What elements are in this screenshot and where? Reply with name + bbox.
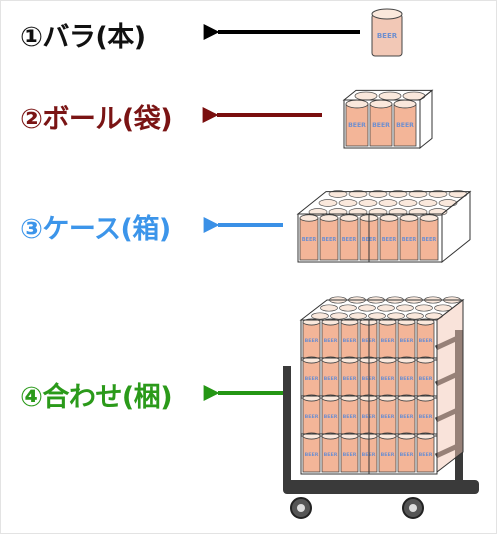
can-label: BEER	[302, 237, 317, 243]
can-label: BEER	[343, 414, 357, 420]
pack-front-edge	[343, 99, 421, 149]
can-top	[368, 312, 386, 320]
can-top	[354, 91, 378, 101]
can-top	[339, 304, 357, 312]
can-top	[339, 214, 359, 222]
can-label: BEER	[348, 122, 366, 129]
can-top	[377, 304, 395, 312]
can-label: BEER	[422, 237, 437, 243]
can-label: BEER	[324, 452, 338, 458]
cart-wheel-hub	[409, 504, 417, 512]
can-label: BEER	[305, 414, 319, 420]
can-label: BEER	[372, 122, 390, 129]
beer-pack-ball: BEER BEER BEER	[342, 89, 434, 150]
row-label-awase: ④合わせ(梱)	[20, 382, 173, 413]
can-top	[371, 8, 403, 20]
can-top	[348, 190, 368, 198]
can-label: BEER	[324, 414, 338, 420]
can-top	[415, 304, 433, 312]
can-label: BEER	[324, 338, 338, 344]
can-label: BEER	[343, 338, 357, 344]
can-top	[358, 199, 378, 207]
can-top	[345, 99, 369, 109]
cart-wheel-hub	[297, 504, 305, 512]
can-label: BEER	[400, 414, 414, 420]
can-top	[379, 214, 399, 222]
can-label: BEER	[381, 414, 395, 420]
can-top	[299, 214, 319, 222]
can-label: BEER	[419, 414, 433, 420]
can-top	[318, 199, 338, 207]
can-label: BEER	[419, 338, 433, 344]
can-label: BEER	[382, 237, 397, 243]
can-top	[438, 199, 458, 207]
can-label: BEER	[324, 376, 338, 382]
can-top	[399, 214, 419, 222]
can-label: BEER	[381, 338, 395, 344]
can-label: BEER	[419, 376, 433, 382]
can-top	[406, 312, 424, 320]
row-label-ball: ②ボール(袋)	[20, 104, 173, 135]
can-top	[328, 190, 348, 198]
can-label: BEER	[400, 338, 414, 344]
pack-front-edge	[297, 213, 443, 263]
beer-cart-combined: BEER BEER BEER BEER BEER BEER BEER BEER BEER BEER…	[283, 296, 479, 519]
can-label: BEER	[419, 452, 433, 458]
can-label: BEER	[396, 122, 414, 129]
can-label: BEER	[342, 237, 357, 243]
can-top	[378, 91, 402, 101]
can-label: BEER	[305, 338, 319, 344]
can-label: BEER	[377, 32, 398, 40]
stack-side	[436, 298, 464, 474]
can-top	[434, 304, 452, 312]
can-top	[418, 199, 438, 207]
can-label: BEER	[343, 452, 357, 458]
can-top	[338, 199, 358, 207]
can-top	[311, 312, 329, 320]
can-top	[396, 304, 414, 312]
can-top	[398, 199, 418, 207]
pack-side-edge	[419, 89, 433, 150]
can-label: BEER	[381, 452, 395, 458]
cart-post-left	[283, 366, 291, 484]
can-top	[387, 312, 405, 320]
row-label-bara: ①バラ(本)	[20, 22, 146, 53]
can-label: BEER	[343, 376, 357, 382]
can-top	[349, 312, 367, 320]
cart-base	[283, 480, 479, 494]
row-label-case: ③ケース(箱)	[20, 214, 171, 245]
can-top	[369, 99, 393, 109]
can-top	[320, 304, 338, 312]
can-top	[428, 190, 448, 198]
can-top	[419, 214, 439, 222]
can-top	[388, 190, 408, 198]
can-top	[378, 199, 398, 207]
can-top	[393, 99, 417, 109]
can-top	[330, 312, 348, 320]
can-top	[319, 214, 339, 222]
can-label: BEER	[305, 376, 319, 382]
can-label: BEER	[400, 376, 414, 382]
can-top	[368, 190, 388, 198]
can-top	[408, 190, 428, 198]
can-top	[358, 304, 376, 312]
can-label: BEER	[305, 452, 319, 458]
beer-can-single: BEER	[371, 8, 403, 57]
can-label: BEER	[381, 376, 395, 382]
can-label: BEER	[400, 452, 414, 458]
can-label: BEER	[402, 237, 417, 243]
can-label: BEER	[322, 237, 337, 243]
